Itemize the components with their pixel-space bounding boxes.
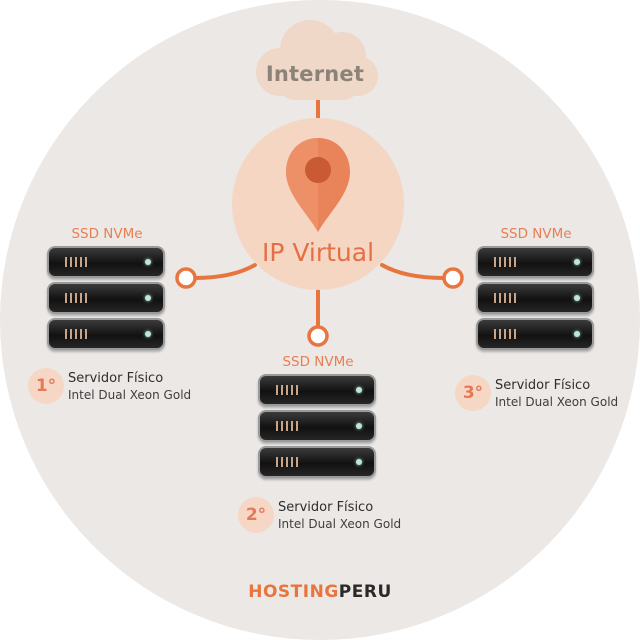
server-3-storage-label: SSD NVMe (500, 226, 572, 242)
server-2-rack (258, 374, 376, 482)
server-3-unit (476, 282, 594, 314)
server-2-rank-badge: 2° (238, 497, 274, 533)
connector-node-right (442, 267, 464, 289)
connector-right (380, 263, 446, 280)
server-1-cpu: Intel Dual Xeon Gold (68, 388, 192, 402)
server-1-unit (47, 246, 165, 278)
location-pin-icon (286, 138, 350, 232)
server-3-cpu: Intel Dual Xeon Gold (495, 395, 619, 409)
connector-left (193, 263, 257, 280)
server-2-unit (258, 410, 376, 442)
server-1-unit (47, 282, 165, 314)
server-2-unit (258, 374, 376, 406)
server-2-unit (258, 446, 376, 478)
server-1-unit (47, 318, 165, 350)
server-3-rack (476, 246, 594, 354)
server-1-storage-label: SSD NVMe (71, 226, 143, 242)
logo-part-peru: PERU (338, 582, 392, 602)
logo-part-hosting: HOSTING (248, 582, 339, 602)
cloud-icon (256, 20, 378, 100)
server-1-rank-badge: 1° (28, 368, 64, 404)
server-1-title: Servidor Físico (68, 371, 164, 386)
server-1-rack (47, 246, 165, 354)
server-2-storage-label: SSD NVMe (282, 354, 354, 370)
ip-virtual-label: IP Virtual (261, 238, 375, 267)
connector-node-left (175, 267, 197, 289)
internet-cloud: Internet (250, 14, 380, 106)
hostingperu-logo: HOSTINGPERU (0, 582, 640, 602)
ip-virtual-node: IP Virtual (232, 118, 404, 290)
server-3-unit (476, 318, 594, 350)
server-3-title: Servidor Físico (495, 378, 591, 393)
server-3-rank-badge: 3° (455, 375, 491, 411)
server-2-title: Servidor Físico (278, 500, 374, 515)
server-3-unit (476, 246, 594, 278)
server-2-cpu: Intel Dual Xeon Gold (278, 517, 402, 531)
connector-node-bottom (307, 325, 329, 347)
internet-label: Internet (265, 62, 365, 86)
